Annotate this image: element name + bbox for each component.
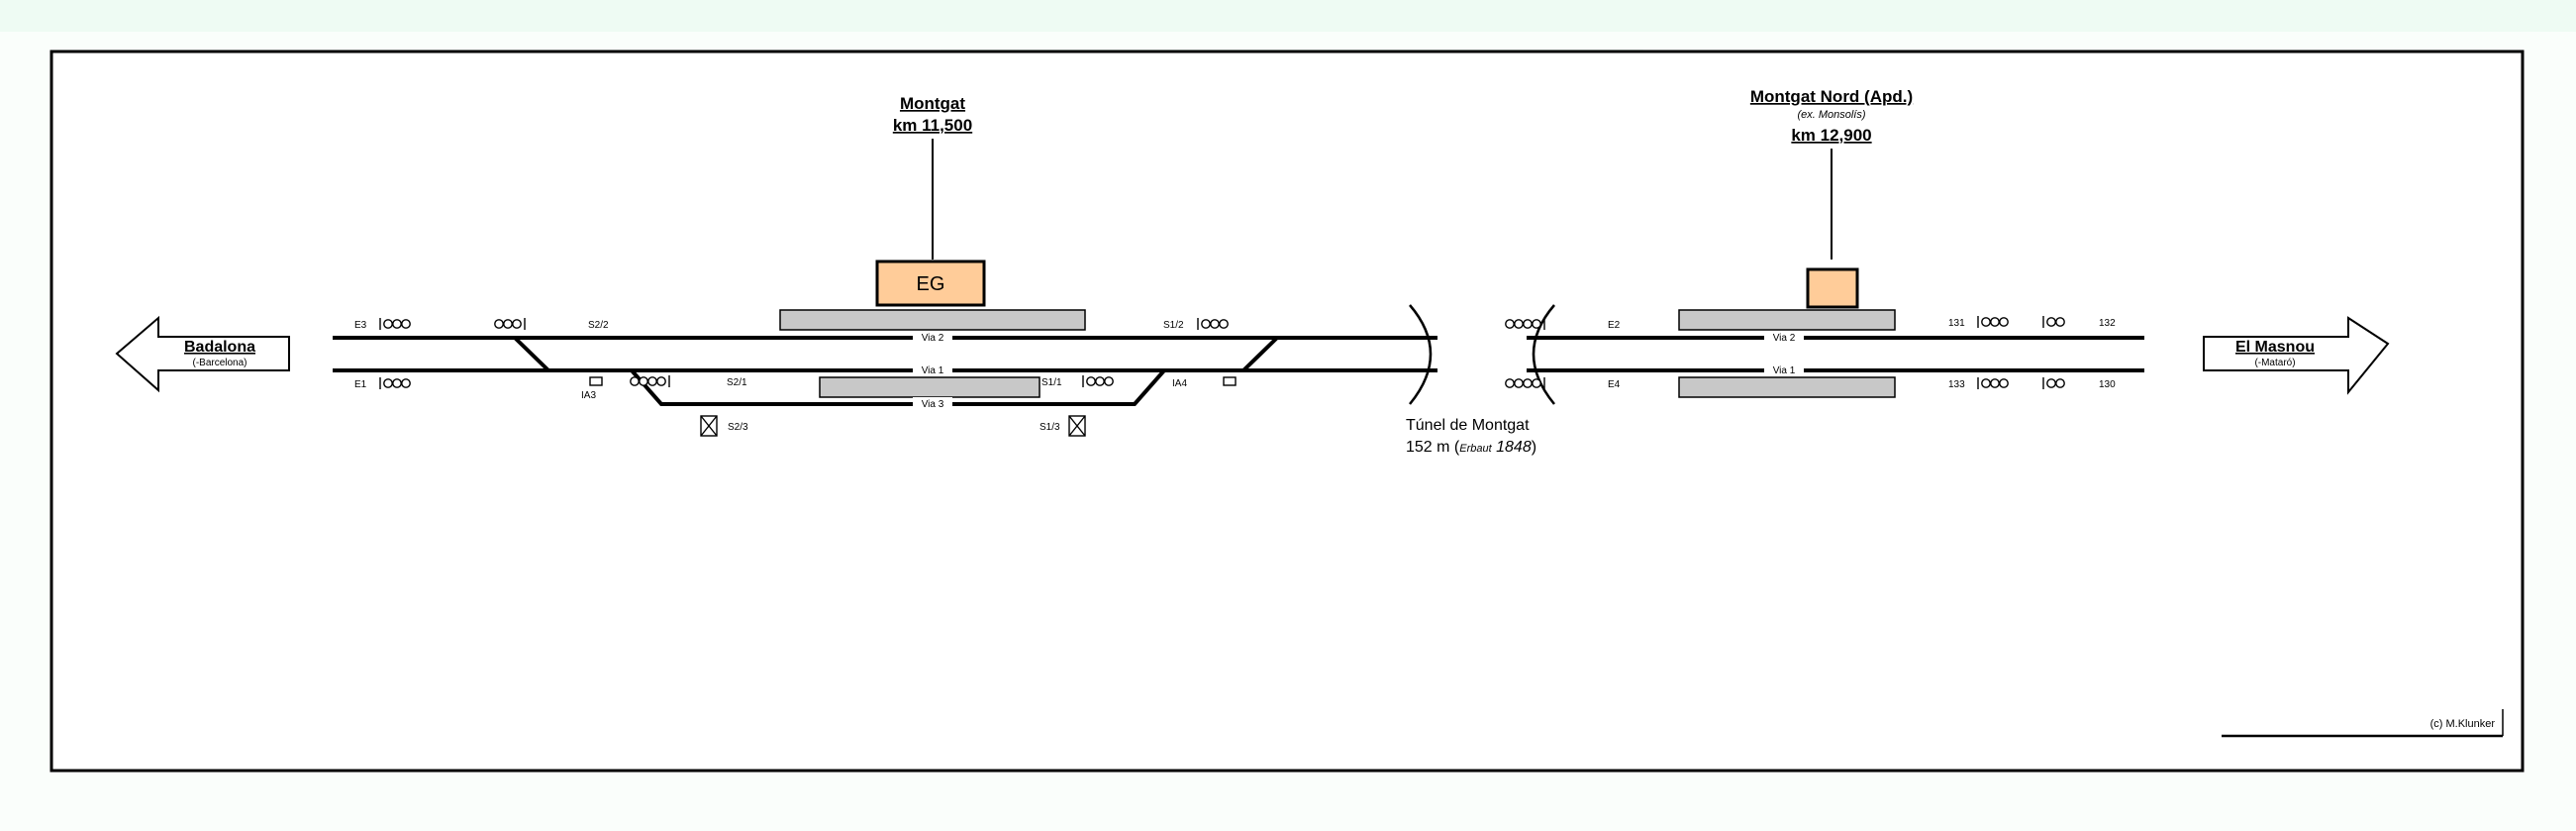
- platform-nord-south: [1678, 376, 1896, 398]
- signal-s2-3: S2/3: [728, 422, 748, 433]
- crossover-west: [513, 336, 550, 372]
- signal-ia3: IA3: [581, 390, 596, 401]
- platform-montgat-main: [779, 309, 1086, 331]
- track-labels: Via 2 Via 1 Via 3 Via 2 Via 1: [913, 331, 1804, 410]
- ia4-box: [1223, 376, 1237, 386]
- crossover-east: [1241, 336, 1279, 372]
- signal-glyph-s2-1: [630, 375, 670, 387]
- signal-glyph-s2-2: [494, 318, 526, 330]
- montgat-station: Montgat km 11,500 EG: [875, 94, 986, 307]
- building-label: EG: [917, 273, 945, 295]
- signal-s1-3: S1/3: [1040, 422, 1060, 433]
- signal-glyph-131: [1977, 316, 2009, 328]
- signal-glyph-e3: [379, 318, 411, 330]
- via2-label-east: Via 2: [1773, 333, 1796, 344]
- signal-e3: E3: [354, 320, 367, 331]
- signal-131: 131: [1948, 318, 1965, 329]
- credit-box: (c) M.Klunker: [2222, 709, 2504, 738]
- platform-montgat-island: [819, 376, 1040, 398]
- diagram-frame: [50, 50, 2525, 773]
- signal-e1: E1: [354, 379, 367, 390]
- signal-133: 133: [1948, 379, 1965, 390]
- montgat-km: km 11,500: [893, 116, 972, 135]
- station-building-nord: [1806, 267, 1859, 309]
- dest-east-sub: (-Mataró): [2254, 358, 2295, 368]
- montgat-nord-name: Montgat Nord (Apd.): [1750, 87, 1913, 106]
- signal-labels: E3 E1 S2/2 S2/1 S2/3 S1/2 S1/1 S1/3 IA3 …: [354, 318, 2116, 433]
- tunnel-length: 152 m (Erbaut 1848): [1406, 439, 1536, 456]
- montgat-nord-station: Montgat Nord (Apd.) (ex. Monsolís) km 12…: [1750, 87, 1913, 309]
- dest-west-name: Badalona: [184, 339, 255, 356]
- signal-glyph-s1-2: [1197, 318, 1229, 330]
- signal-glyph-e4: [1505, 377, 1545, 389]
- signal-glyph-s1-3: [1068, 415, 1086, 437]
- signal-glyph-e1: [379, 377, 411, 389]
- tunnel-portal-east: [1532, 304, 1555, 405]
- signal-s1-2: S1/2: [1163, 320, 1184, 331]
- montgat-nord-km: km 12,900: [1791, 126, 1871, 145]
- signal-s1-1: S1/1: [1041, 377, 1062, 388]
- tunnel-name: Túnel de Montgat: [1406, 417, 1530, 434]
- signal-130: 130: [2099, 379, 2116, 390]
- arrow-east: El Masnou (-Mataró): [2203, 316, 2390, 395]
- signal-e4: E4: [1608, 379, 1621, 390]
- tunnel-built-year: 1848: [1496, 439, 1532, 456]
- credit-text: (c) M.Klunker: [2430, 718, 2496, 730]
- tracks: [333, 336, 2144, 406]
- station-building-eg: [875, 260, 986, 307]
- signal-glyph-133: [1977, 377, 2009, 389]
- dest-west-sub: (-Barcelona): [192, 358, 247, 368]
- signal-ia4: IA4: [1172, 378, 1187, 389]
- tunnel: [1409, 304, 1555, 405]
- tunnel-built-label: Erbaut: [1459, 443, 1492, 455]
- arrow-west: Badalona (-Barcelona): [115, 315, 290, 393]
- signal-glyph-s1-1: [1082, 375, 1114, 387]
- signal-glyph-s2-3: [700, 415, 718, 437]
- signal-glyph-e2: [1505, 318, 1545, 330]
- signal-132: 132: [2099, 318, 2116, 329]
- platform-nord-north: [1678, 309, 1896, 331]
- signal-e2: E2: [1608, 320, 1621, 331]
- platforms: [779, 309, 1896, 398]
- via3-label: Via 3: [922, 399, 944, 410]
- signals: [379, 316, 2065, 437]
- signal-glyph-131b: [2042, 316, 2065, 328]
- via2-label-west: Via 2: [922, 333, 944, 344]
- signal-s2-2: S2/2: [588, 320, 609, 331]
- signal-glyph-133b: [2042, 377, 2065, 389]
- via1-label-east: Via 1: [1773, 365, 1796, 376]
- dest-east-name: El Masnou: [2235, 339, 2315, 356]
- montgat-nord-former-name: (ex. Monsolís): [1797, 109, 1865, 121]
- ia3-box: [589, 376, 603, 386]
- tunnel-portal-west: [1409, 304, 1433, 405]
- signal-s2-1: S2/1: [727, 377, 747, 388]
- via1-label-west: Via 1: [922, 365, 944, 376]
- montgat-name: Montgat: [900, 94, 965, 113]
- track-via3: [630, 368, 1166, 406]
